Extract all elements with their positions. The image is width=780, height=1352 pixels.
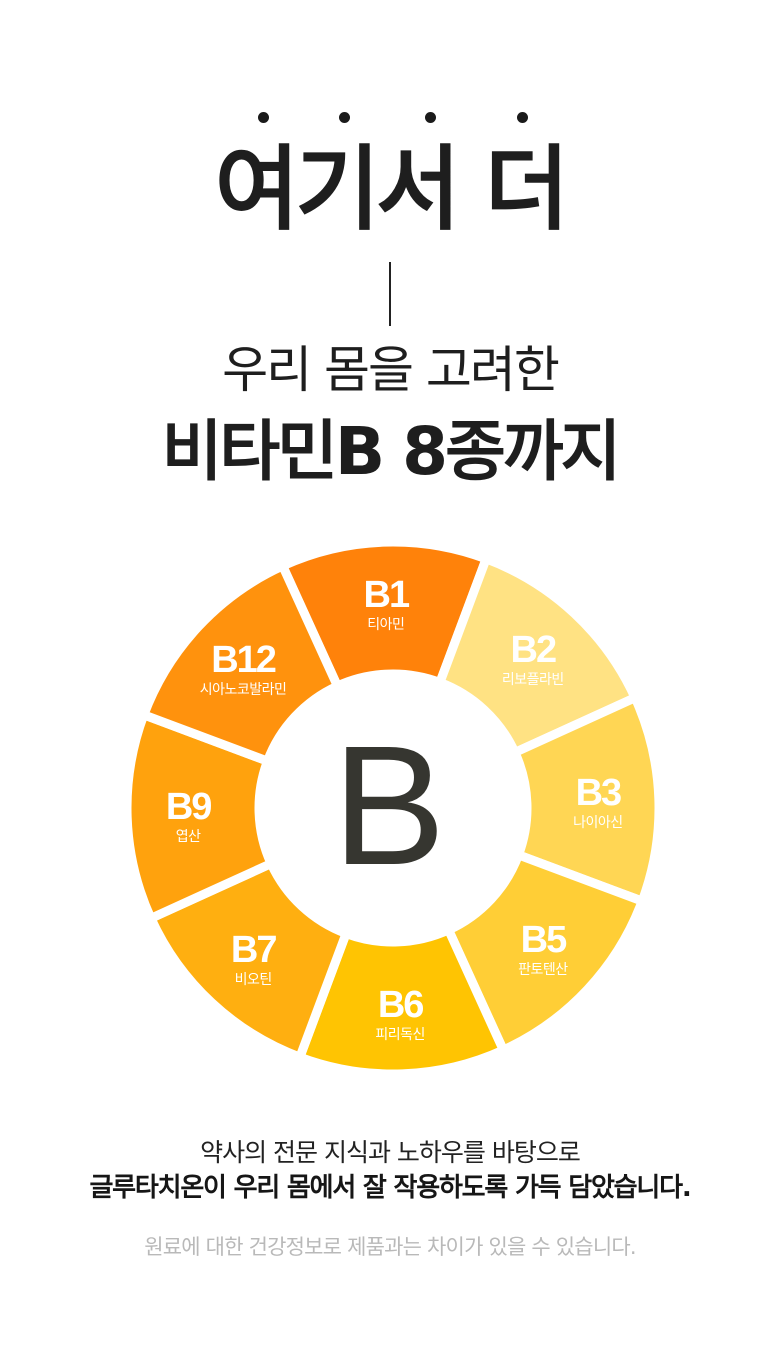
segment-code: B2 — [511, 629, 556, 671]
segment-b7 — [144, 857, 352, 1063]
disclaimer-note: 원료에 대한 건강정보로 제품과는 차이가 있을 수 있습니다. — [144, 1235, 636, 1259]
headline: 여기서 더 — [214, 136, 570, 243]
segment-code: B7 — [231, 929, 276, 971]
segment-code: B6 — [378, 984, 423, 1026]
center-letter: B — [332, 711, 445, 901]
segment-name: 티아민 — [367, 617, 404, 633]
center-circle — [263, 678, 523, 938]
subtitle-line1: 우리 몸을 고려한 — [222, 341, 560, 399]
segment-code: B1 — [364, 574, 410, 616]
segment-code: B12 — [211, 639, 276, 681]
segment-name: 판토텐산 — [518, 962, 568, 978]
segment-name: 나이아신 — [573, 815, 623, 831]
segment-b9 — [122, 709, 278, 925]
segment-name: 비오틴 — [235, 972, 272, 988]
segment-name: 시아노코발라민 — [200, 682, 287, 698]
emphasis-dot — [425, 112, 436, 123]
segment-code: B5 — [521, 919, 567, 961]
segment-b12 — [138, 559, 344, 767]
segment-b5 — [442, 849, 648, 1057]
segment-b6 — [294, 923, 510, 1079]
segment-code: B3 — [576, 772, 621, 814]
emphasis-dot — [258, 112, 269, 123]
emphasis-dot — [339, 112, 350, 123]
segment-name: 엽산 — [176, 829, 201, 845]
segment-b3 — [508, 691, 664, 907]
segment-code: B9 — [166, 786, 211, 828]
segment-b1 — [276, 540, 492, 693]
description-line2: 글루타치온이 우리 몸에서 잘 작용하도록 가득 담았습니다. — [89, 1173, 691, 1203]
segment-name: 리보플라빈 — [502, 672, 564, 688]
emphasis-dot — [517, 112, 528, 123]
description-line1: 약사의 전문 지식과 노하우를 바탕으로 — [200, 1138, 581, 1167]
divider-line — [389, 262, 391, 326]
segment-name: 피리독신 — [375, 1027, 425, 1043]
segment-b2 — [434, 553, 642, 759]
emphasis-dots — [0, 112, 780, 126]
subtitle-line2: 비타민B 8종까지 — [161, 413, 622, 490]
